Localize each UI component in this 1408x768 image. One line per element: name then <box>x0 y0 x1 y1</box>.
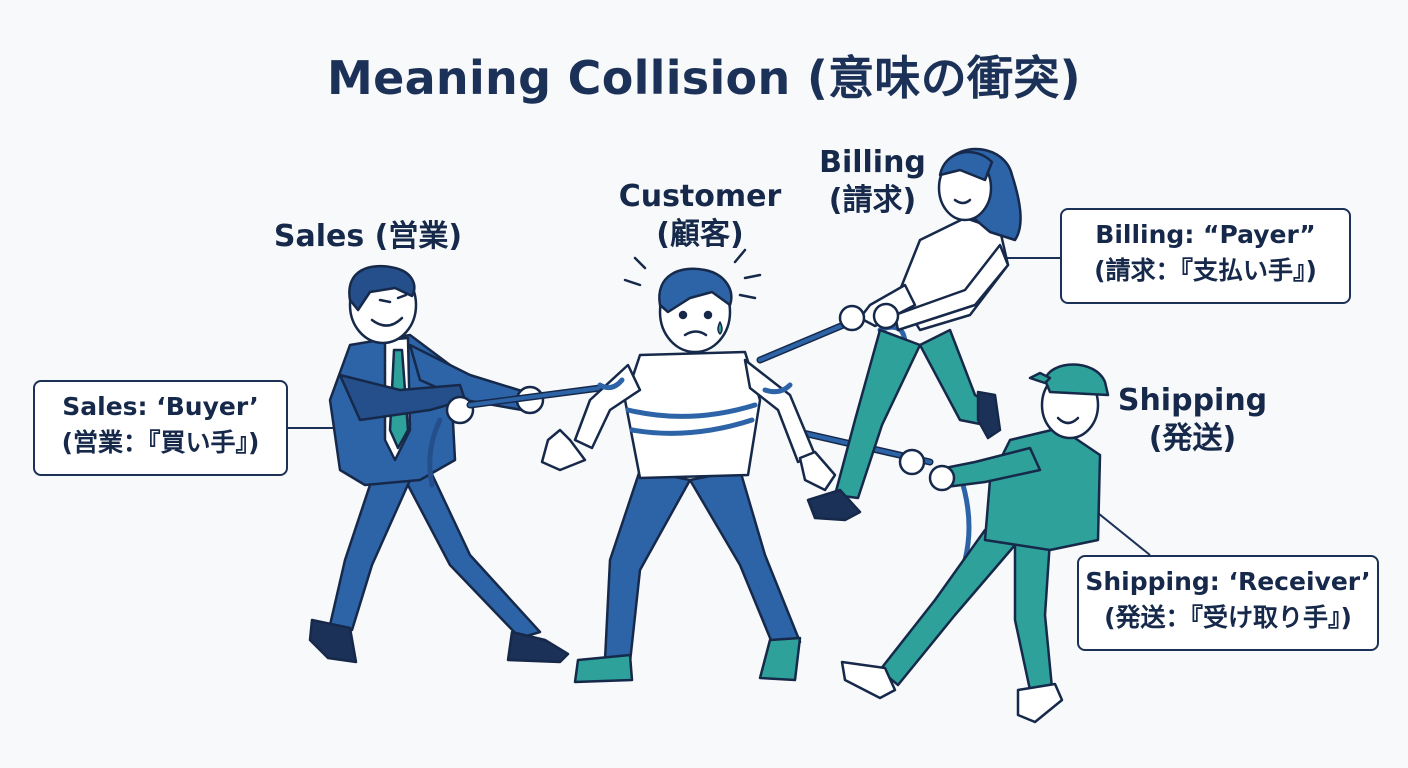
shipping-figure <box>840 363 1110 724</box>
sales-callout: Sales: ‘Buyer’ (営業：『買い手』) <box>33 380 288 476</box>
sales-callout-line1: Sales: ‘Buyer’ <box>62 392 259 421</box>
shipping-callout-line2: (発送：『受け取り手』) <box>1104 603 1352 632</box>
shipping-name-ja: (発送) <box>1148 421 1237 456</box>
shipping-name: Shipping <box>1117 383 1268 418</box>
customer-name-ja: (顧客) <box>656 217 744 252</box>
billing-callout: Billing: “Payer” (請求：『支払い手』) <box>1060 208 1351 304</box>
billing-name: Billing <box>819 145 926 180</box>
customer-figure <box>540 248 837 684</box>
billing-label: Billing (請求) <box>800 144 945 220</box>
shipping-callout: Shipping: ‘Receiver’ (発送：『受け取り手』) <box>1077 555 1379 651</box>
sales-name: Sales (営業) <box>273 219 463 254</box>
billing-callout-line1: Billing: “Payer” <box>1095 220 1316 249</box>
diagram-title: Meaning Collision (意味の衝突) <box>327 51 1081 105</box>
shipping-callout-line1: Shipping: ‘Receiver’ <box>1085 567 1371 596</box>
sales-figure <box>308 264 570 664</box>
billing-figure <box>806 147 1022 522</box>
sales-callout-line2: (営業：『買い手』) <box>61 428 260 457</box>
customer-label: Customer (顧客) <box>590 178 810 254</box>
sales-label: Sales (営業) <box>248 218 488 256</box>
billing-callout-line2: (請求：『支払い手』) <box>1094 256 1317 285</box>
shipping-label: Shipping (発送) <box>1105 382 1280 458</box>
customer-name: Customer <box>618 179 782 214</box>
billing-name-ja: (請求) <box>828 183 917 218</box>
